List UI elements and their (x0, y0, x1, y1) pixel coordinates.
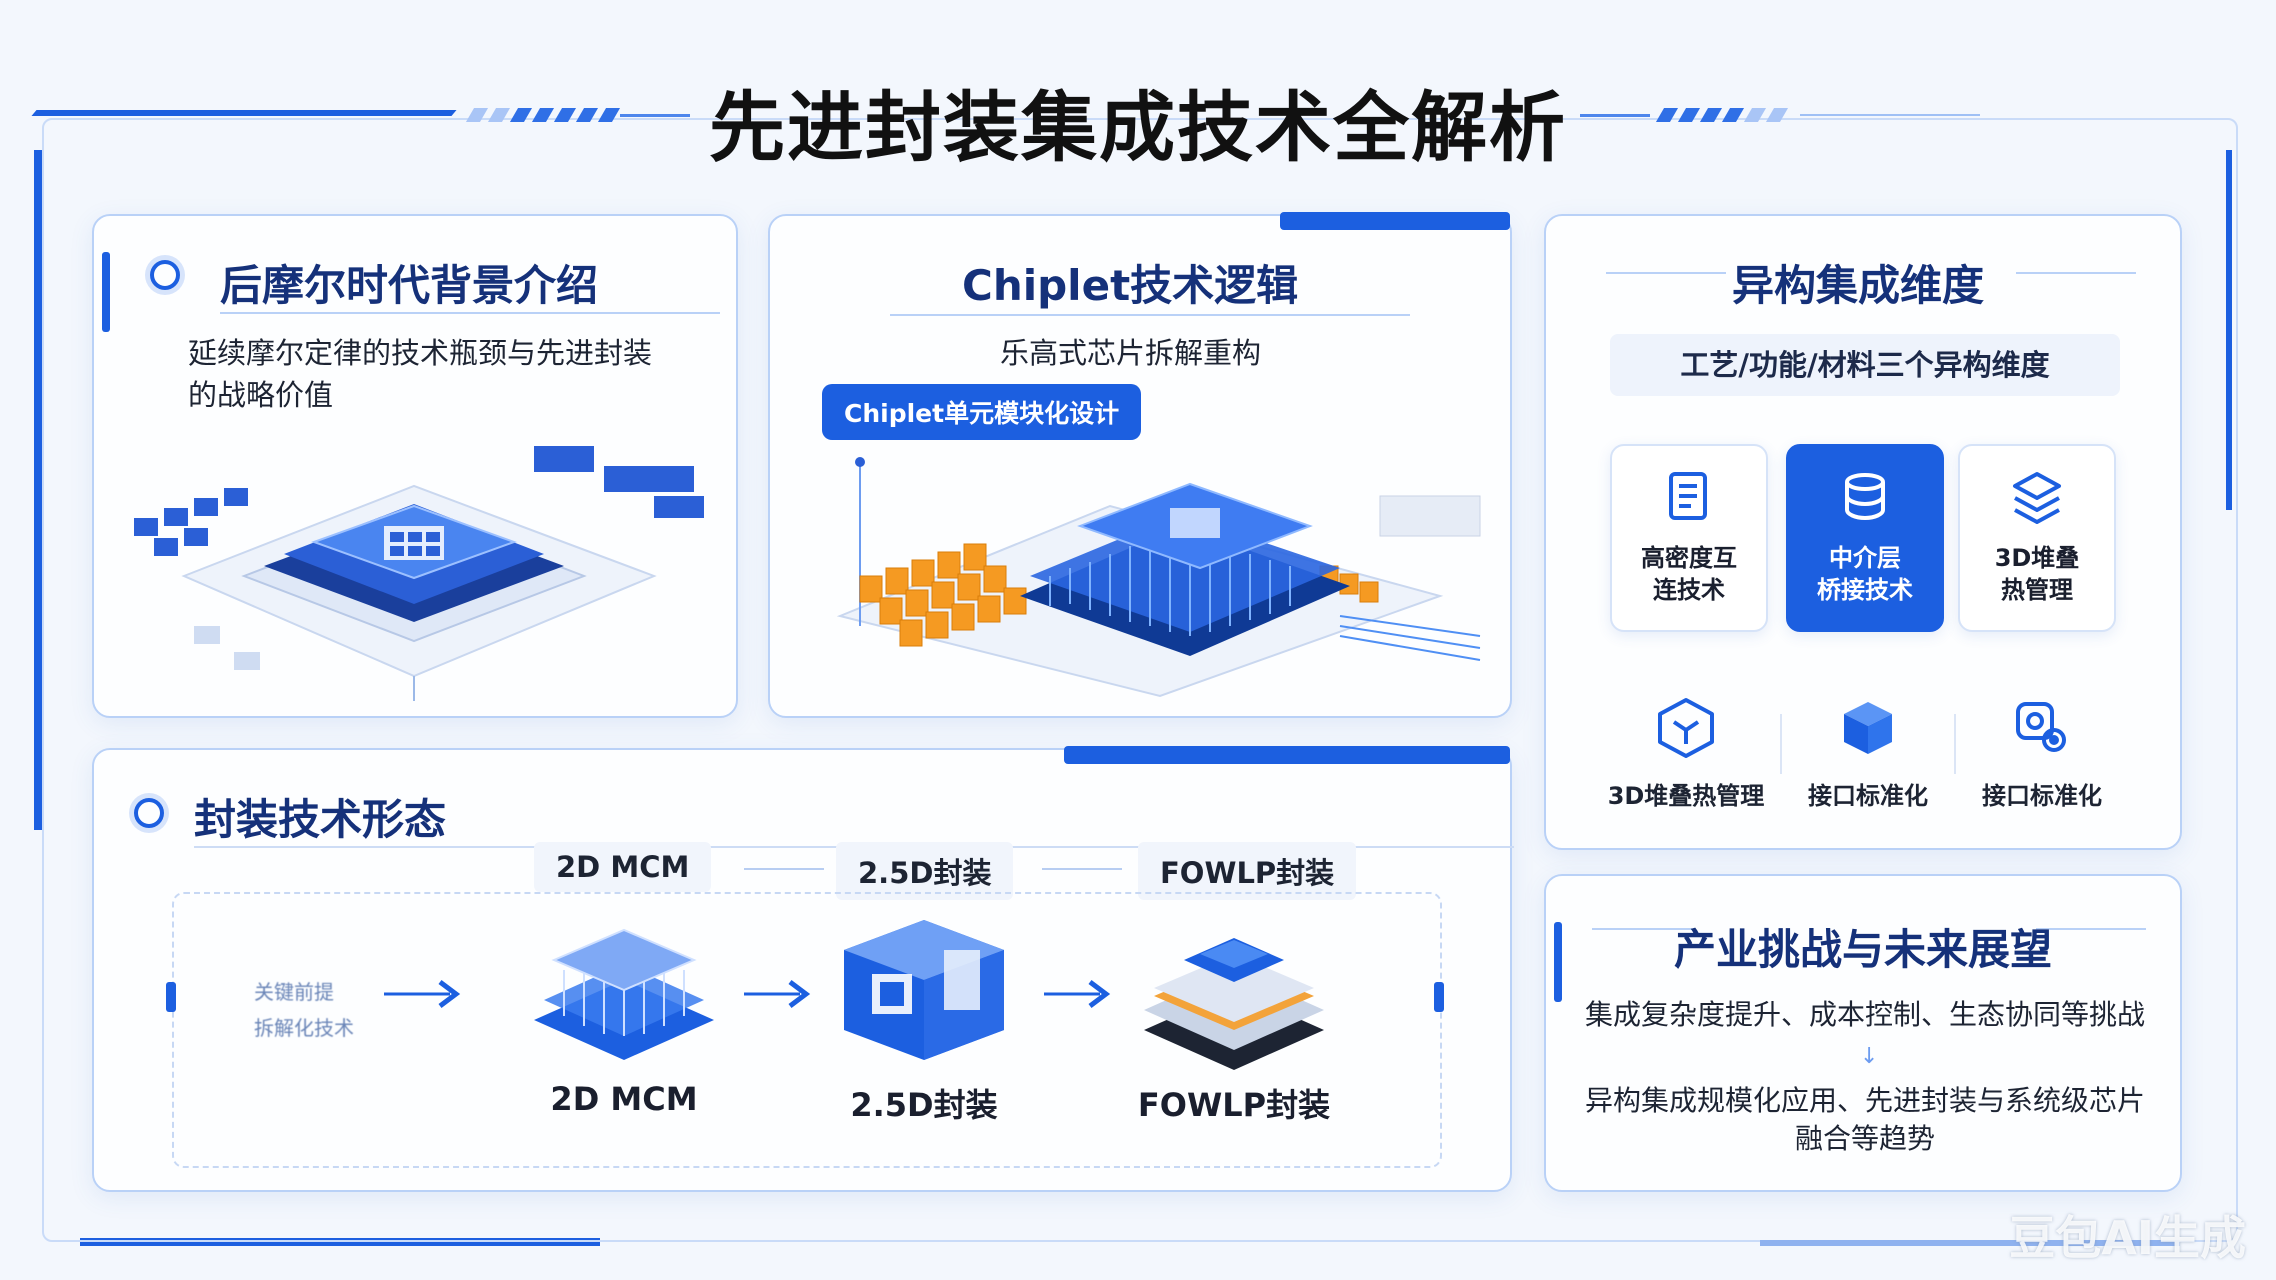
dashed-frame (172, 892, 1442, 1168)
side-text-1: 关键前提 (254, 980, 334, 1004)
panel-chiplet-heading: Chiplet技术逻辑 (962, 261, 1299, 310)
card-label: 热管理 (2001, 576, 2073, 604)
panel-moore: 后摩尔时代背景介绍 延续摩尔定律的技术瓶颈与先进封装 的战略价值 (92, 214, 738, 718)
panel-hetero: 异构集成维度 工艺/功能/材料三个异构维度 高密度互 连技术 中介层 桥接技术 … (1544, 214, 2182, 850)
top-label-fowlp: FOWLP封装 (1138, 842, 1357, 900)
title-deco-right (1655, 108, 1789, 122)
title-deco-left (465, 108, 621, 122)
heading-deco-right (2036, 928, 2146, 930)
panel-package-heading: 封装技术形态 (194, 795, 447, 844)
panel-moore-heading: 后摩尔时代背景介绍 (220, 261, 599, 310)
card-label: 高密度互 (1641, 544, 1737, 572)
title-rule-left (620, 114, 690, 117)
panel-future: 产业挑战与未来展望 集成复杂度提升、成本控制、生态协同等挑战 ↓ 异构集成规模化… (1544, 874, 2182, 1192)
side-text-2: 拆解化技术 (254, 1016, 354, 1040)
frame-left-bar (34, 150, 42, 830)
panel-hetero-subtitle: 工艺/功能/材料三个异构维度 (1610, 334, 2120, 396)
card-label: 3D堆叠 (1994, 544, 2080, 572)
database-icon (1845, 473, 1885, 521)
chiplet-badge: Chiplet单元模块化设计 (822, 384, 1142, 440)
arrow-right-icon (384, 980, 461, 1008)
side-marker-left (166, 982, 176, 1012)
shield-hex-icon (1658, 698, 1714, 758)
watermark: 豆包AI生成 (2009, 1211, 2246, 1265)
stack-icon (2013, 472, 2061, 524)
item-label: 3D堆叠热管理 (1607, 782, 1765, 810)
card-label: 中介层 (1829, 544, 1901, 572)
panel-moore-desc-2: 的战略价值 (188, 378, 334, 412)
heading-underline (220, 312, 720, 314)
heading-underline (890, 314, 1410, 316)
item-3d-thermal: 3D堆叠热管理 (1596, 696, 1776, 811)
side-marker-right (1434, 982, 1444, 1012)
item-interface-std-2: 接口标准化 (1952, 696, 2132, 811)
top-label-2d: 2D MCM (534, 842, 712, 892)
package-25d-graphic (844, 920, 1004, 1060)
card-label: 桥接技术 (1817, 576, 1913, 604)
fowlp-graphic (1144, 938, 1324, 1070)
down-arrow-icon: ↓ (1860, 1044, 1879, 1069)
target-icon (150, 260, 180, 290)
panel-future-heading: 产业挑战与未来展望 (1674, 925, 2053, 974)
card-high-density: 高密度互 连技术 (1610, 444, 1768, 632)
item-interface-std-1: 接口标准化 (1778, 696, 1958, 811)
panel-chiplet-desc: 乐高式芯片拆解重构 (1000, 336, 1262, 370)
mcm-2d-graphic (534, 928, 714, 1060)
card-interposer: 中介层 桥接技术 (1786, 444, 1944, 632)
layers-doc-icon (1669, 472, 1707, 520)
bottom-label-2d: 2D MCM (550, 1080, 698, 1118)
target-icon (134, 798, 164, 828)
card-3d-stack: 3D堆叠 热管理 (1958, 444, 2116, 632)
panel-future-accent (1554, 922, 1562, 1002)
panel-package: 封装技术形态 2D MCM 2.5D封装 FOWLP封装 关键前提 拆解化技术 (92, 746, 1514, 1192)
cube-icon (1844, 702, 1892, 754)
frame-bottom-right-bar (1760, 1240, 2180, 1246)
divider (1954, 714, 1956, 774)
page-title: 先进封装集成技术全解析 (709, 83, 1567, 172)
panel-moore-accent (102, 252, 110, 332)
panel-chiplet: Chiplet技术逻辑 乐高式芯片拆解重构 Chiplet单元模块化设计 (768, 212, 1512, 718)
frame-outline (42, 118, 2238, 1242)
panel-future-line2: 异构集成规模化应用、先进封装与系统级芯片 (1584, 1084, 2145, 1117)
panel-future-line1: 集成复杂度提升、成本控制、生态协同等挑战 (1584, 998, 2145, 1031)
panel-package-tab (1064, 746, 1510, 764)
panel-moore-desc-1: 延续摩尔定律的技术瓶颈与先进封装 (188, 336, 653, 370)
frame-bottom-bar (80, 1238, 600, 1246)
card-label: 连技术 (1653, 576, 1725, 604)
panel-future-line3: 融合等趋势 (1794, 1122, 1935, 1155)
title-rule-right-2 (1800, 114, 1980, 116)
connector-line (1042, 868, 1122, 870)
chiplet-illustration (836, 457, 1481, 698)
top-label-25d: 2.5D封装 (836, 842, 1014, 900)
item-label: 接口标准化 (1808, 782, 1928, 810)
panel-chiplet-tab (1280, 212, 1510, 230)
title-rule-right (1580, 114, 1650, 117)
heading-underline-right (2016, 272, 2136, 274)
connector-line (744, 868, 824, 870)
bottom-label-fowlp: FOWLP封装 (1137, 1086, 1331, 1124)
interface-icon (2016, 702, 2066, 752)
arrow-right-icon (744, 980, 811, 1008)
heading-underline (1606, 272, 1726, 274)
divider (1780, 714, 1782, 774)
panel-hetero-heading: 异构集成维度 (1732, 261, 1985, 310)
arrow-right-icon (1044, 980, 1111, 1008)
bottom-label-25d: 2.5D封装 (850, 1086, 998, 1124)
frame-right-bar (2226, 150, 2232, 510)
chip-illustration (134, 446, 704, 701)
item-label: 接口标准化 (1982, 782, 2102, 810)
heading-deco-left (1592, 928, 1692, 930)
